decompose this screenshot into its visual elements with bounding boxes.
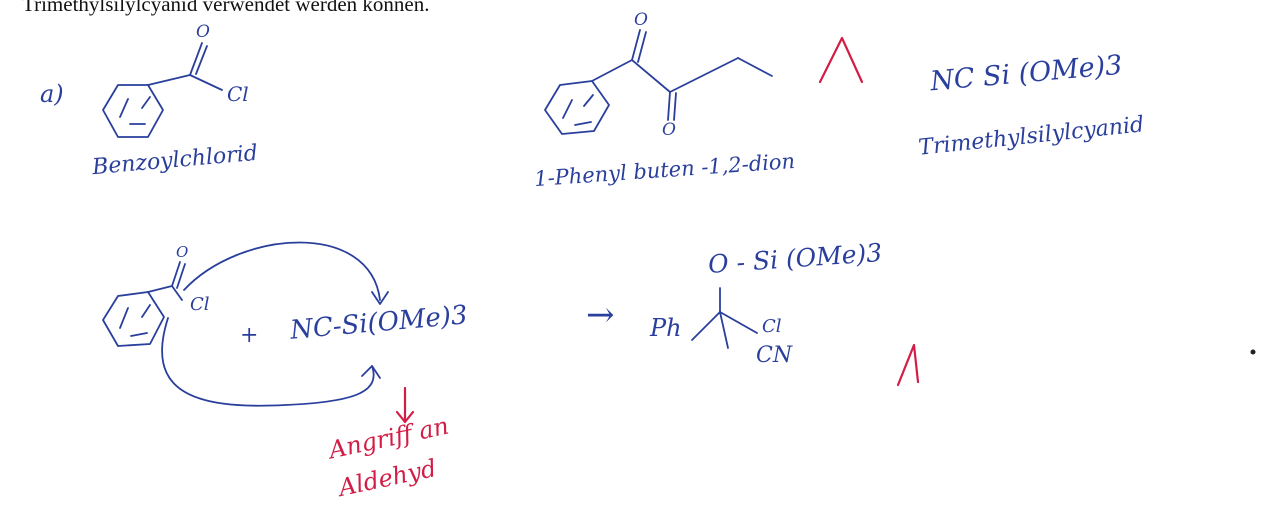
product-cyano: CN [756, 343, 793, 368]
benzoyl-chlorine: Cl [227, 82, 249, 106]
red-check-mark-2 [896, 343, 920, 387]
part-label: a) [40, 80, 64, 108]
reaction-arrow: → [586, 295, 615, 335]
red-note-arrow [395, 386, 415, 424]
phenylbutanedione-structure [544, 29, 773, 135]
dione-oxygen-bottom: O [662, 120, 676, 140]
product-chlorine: Cl [762, 316, 782, 337]
red-check-mark-1 [818, 36, 864, 84]
printed-question-text: Trimethylsilylcyanid verwendet werden kö… [22, 0, 430, 16]
dione-oxygen-top: O [634, 10, 648, 30]
benzoyl-chloride-structure [102, 42, 223, 138]
product-phenyl: Ph [650, 314, 682, 342]
reaction-reactant-structure [102, 241, 389, 407]
reactant-chlorine: Cl [190, 294, 210, 315]
stray-dot [1250, 349, 1256, 355]
product-structure [691, 287, 758, 349]
reactant-carbonyl-oxygen: O [176, 243, 189, 261]
benzoyl-carbonyl-oxygen: O [196, 22, 210, 42]
plus-sign: + [240, 323, 259, 348]
